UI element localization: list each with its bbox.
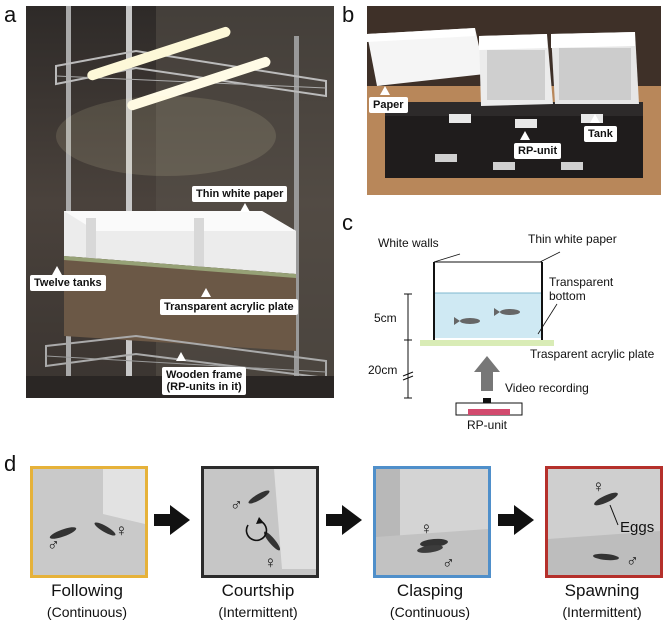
male-symbol-spawning: ♂ — [626, 551, 639, 570]
stage-courtship-image: ♂ ♀ — [201, 466, 319, 578]
label-transparent-acrylic-plate: Transparent acrylic plate — [160, 299, 298, 315]
panel-b-photo — [367, 6, 661, 195]
arrow-thin-white-paper — [240, 203, 250, 212]
stage-following-image: ♂ ♀ — [30, 466, 148, 578]
label-5cm: 5cm — [374, 311, 397, 325]
tank-schematic — [402, 251, 561, 416]
arrow-wooden-frame — [176, 352, 186, 361]
tank-setup-illustration — [367, 6, 661, 195]
panel-b-letter: b — [342, 2, 355, 27]
label-thin-white-paper-c: Thin white paper — [528, 232, 617, 246]
panel-c-letter: c — [342, 210, 353, 235]
label-white-walls: White walls — [378, 236, 439, 250]
wooden-frame-line1: Wooden frame — [166, 369, 243, 381]
panel-d-letter: d — [4, 451, 17, 476]
label-transparent-bottom: Transparent bottom — [549, 275, 613, 303]
arrow-tank — [590, 114, 600, 123]
female-symbol-spawning: ♀ — [592, 477, 605, 496]
transparent-bottom-line2: bottom — [549, 289, 586, 303]
label-eggs: Eggs — [620, 519, 655, 536]
shelf-rack-illustration — [26, 6, 334, 398]
male-symbol-following: ♂ — [47, 535, 60, 554]
label-rp-unit-b: RP-unit — [514, 143, 562, 159]
label-twelve-tanks: Twelve tanks — [30, 275, 106, 291]
label-20cm: 20cm — [368, 363, 398, 377]
stage-clasping-mode: (Continuous) — [389, 604, 471, 620]
female-symbol-courtship: ♀ — [264, 553, 277, 572]
arrow-paper — [380, 86, 390, 95]
wooden-frame-line2: (RP-units in it) — [166, 381, 242, 393]
label-paper: Paper — [369, 97, 408, 113]
arrow-twelve-tanks — [52, 266, 62, 275]
stage-courtship-mode: (Intermittent) — [218, 604, 298, 620]
stage-spawning-image: ♀ ♂ Eggs — [545, 466, 663, 578]
label-acrylic-plate: Trasparent acrylic plate — [530, 347, 655, 361]
stage-spawning-name: Spawning — [564, 581, 640, 600]
stage-clasping-name: Clasping — [396, 581, 464, 600]
panel-a-letter: a — [4, 2, 17, 27]
arrow-right-icon — [498, 505, 534, 535]
stage-spawning-mode: (Intermittent) — [562, 604, 642, 620]
label-rp-unit-c: RP-unit — [467, 418, 508, 432]
transparent-bottom-line1: Transparent — [549, 275, 614, 289]
female-symbol-following: ♀ — [115, 521, 128, 540]
male-symbol-courtship: ♂ — [230, 495, 243, 514]
label-thin-white-paper: Thin white paper — [192, 186, 288, 202]
arrow-rp-unit-b — [520, 131, 530, 140]
arrow-right-icon — [326, 505, 362, 535]
label-video-recording: Video recording — [505, 381, 589, 395]
panel-a-photo — [26, 6, 334, 398]
male-symbol-clasping: ♂ — [442, 553, 455, 572]
stage-courtship-name: Courtship — [221, 581, 295, 600]
arrow-transparent-acrylic-plate — [201, 288, 211, 297]
stage-following-name: Following — [51, 581, 123, 600]
label-wooden-frame: Wooden frame (RP-units in it) — [162, 367, 247, 395]
stage-following-mode: (Continuous) — [46, 604, 128, 620]
arrow-right-icon — [154, 505, 190, 535]
label-tank: Tank — [584, 126, 617, 142]
stage-clasping-image: ♀ ♂ — [373, 466, 491, 578]
female-symbol-clasping: ♀ — [420, 519, 433, 538]
